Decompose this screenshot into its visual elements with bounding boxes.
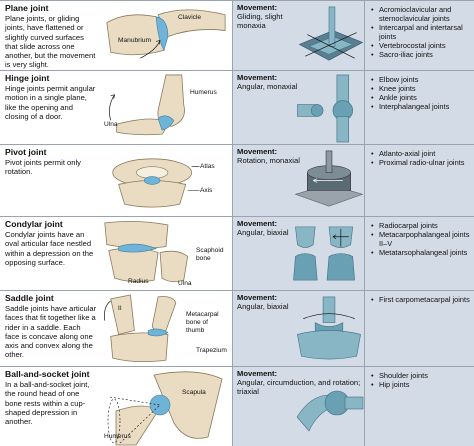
hinge-joint-model xyxy=(297,74,353,143)
joint-title: Hinge joint xyxy=(5,73,50,83)
art-label: Ulna xyxy=(178,280,192,287)
example-item: Hip joints xyxy=(371,380,472,389)
table-row: Pivot joint Pivot joints permit only rot… xyxy=(0,145,474,217)
joint-title: Condylar joint xyxy=(5,219,63,229)
example-item: Knee joints xyxy=(371,84,472,93)
description-cell: Ball-and-socket joint In a ball-and-sock… xyxy=(0,367,232,446)
movement-value: Angular, monaxial xyxy=(237,82,298,91)
art-label: Humerus xyxy=(190,89,217,96)
plane-joint-model xyxy=(298,6,364,61)
example-item: Ankle joints xyxy=(371,93,472,102)
pivot-joint-model xyxy=(294,150,364,207)
ball-and-socket-model xyxy=(296,390,364,432)
art-label: Metacarpal bone of thumb xyxy=(186,311,219,334)
example-item: Vertebrocostal joints xyxy=(371,41,472,50)
movement-value: Angular, circumduction, and rotation; tr… xyxy=(237,378,361,396)
example-item: Atlanto-axial joint xyxy=(371,149,472,158)
movement-value: Rotation, monaxial xyxy=(237,156,300,165)
plane-joint-illustration xyxy=(106,9,226,59)
joint-description: In a ball-and-socket joint, the round he… xyxy=(5,380,90,427)
hinge-joint-illustration xyxy=(109,74,185,136)
movement-cell: Movement: Angular, circumduction, and ro… xyxy=(232,367,364,446)
example-item: Shoulder joints xyxy=(371,371,472,380)
table-row: Saddle joint Saddle joints have articula… xyxy=(0,291,474,367)
joint-description: Saddle joints have articular faces that … xyxy=(5,304,97,360)
movement-cell: Movement: Angular, biaxial xyxy=(232,291,364,366)
art-label: Radius xyxy=(128,278,149,285)
movement-cell: Movement: Rotation, monaxial xyxy=(232,145,364,216)
movement-label: Movement: xyxy=(237,369,278,378)
movement-label: Movement: xyxy=(237,219,278,228)
example-item: Metacarpophalangeal joints II–V xyxy=(371,230,472,248)
description-cell: Condylar joint Condylar joints have an o… xyxy=(0,217,232,290)
example-item: Metatarsophalangeal joints xyxy=(371,248,472,257)
art-label: Ulna xyxy=(104,121,118,128)
table-row: Plane joint Plane joints, or gliding joi… xyxy=(0,1,474,71)
example-item: Intercarpal and intertarsal joints xyxy=(371,23,472,41)
movement-value: Gliding, slight monaxia xyxy=(237,12,283,30)
example-item: Elbow joints xyxy=(371,75,472,84)
art-label: Manubrium xyxy=(118,37,151,44)
example-item: Proximal radio-ulnar joints xyxy=(371,158,472,167)
movement-label: Movement: xyxy=(237,3,278,12)
examples-cell: Radiocarpal joints Metacarpophalangeal j… xyxy=(364,217,474,290)
movement-cell: Movement: Gliding, slight monaxia xyxy=(232,1,364,70)
examples-cell: Shoulder joints Hip joints xyxy=(364,367,474,446)
art-label: Atlas xyxy=(200,163,215,170)
joint-description: Condylar joints have an oval articular f… xyxy=(5,230,94,267)
joint-description: Pivot joints permit only rotation. xyxy=(5,158,81,177)
table-row: Condylar joint Condylar joints have an o… xyxy=(0,217,474,291)
art-label: Trapezium xyxy=(196,347,227,354)
saddle-joint-illustration xyxy=(104,294,177,363)
examples-cell: Elbow joints Knee joints Ankle joints In… xyxy=(364,71,474,144)
example-item: Sacro-iliac joints xyxy=(371,50,472,59)
movement-label: Movement: xyxy=(237,293,278,302)
description-cell: Saddle joint Saddle joints have articula… xyxy=(0,291,232,366)
joint-title: Pivot joint xyxy=(5,147,47,157)
condylar-joint-illustration xyxy=(104,220,189,283)
art-label: Humerus xyxy=(104,433,131,440)
art-label: II xyxy=(118,305,122,312)
movement-value: Angular, biaxial xyxy=(237,302,289,311)
pivot-joint-illustration xyxy=(112,158,200,208)
example-item: Acromioclavicular and sternoclavicular j… xyxy=(371,5,472,23)
examples-cell: Atlanto-axial joint Proximal radio-ulnar… xyxy=(364,145,474,216)
description-cell: Pivot joint Pivot joints permit only rot… xyxy=(0,145,232,216)
condylar-joint-model xyxy=(293,226,355,281)
examples-cell: First carpometacarpal joints xyxy=(364,291,474,366)
joint-description: Hinge joints permit angular motion in a … xyxy=(5,84,96,121)
saddle-joint-model xyxy=(297,296,361,360)
joint-title: Ball-and-socket joint xyxy=(5,369,90,379)
movement-value: Angular, biaxial xyxy=(237,228,289,237)
art-label: Clavicle xyxy=(178,14,202,21)
movement-label: Movement: xyxy=(237,73,278,82)
example-item: Radiocarpal joints xyxy=(371,221,472,230)
ball-and-socket-illustration xyxy=(107,371,223,446)
art-label: Scapula xyxy=(182,389,206,396)
joint-title: Plane joint xyxy=(5,3,49,13)
table-row: Ball-and-socket joint In a ball-and-sock… xyxy=(0,367,474,446)
joint-description: Plane joints, or gliding joints, have fl… xyxy=(5,14,96,70)
example-item: First carpometacarpal joints xyxy=(371,295,472,304)
art-label: Axis xyxy=(200,187,213,194)
art-label: Scaphoid bone xyxy=(196,247,224,262)
example-item: Interphalangeal joints xyxy=(371,102,472,111)
description-cell: Hinge joint Hinge joints permit angular … xyxy=(0,71,232,144)
joint-title: Saddle joint xyxy=(5,293,54,303)
movement-label: Movement: xyxy=(237,147,278,156)
table-row: Hinge joint Hinge joints permit angular … xyxy=(0,71,474,145)
movement-cell: Movement: Angular, monaxial xyxy=(232,71,364,144)
description-cell: Plane joint Plane joints, or gliding joi… xyxy=(0,1,232,70)
movement-cell: Movement: Angular, biaxial xyxy=(232,217,364,290)
examples-cell: Acromioclavicular and sternoclavicular j… xyxy=(364,1,474,70)
